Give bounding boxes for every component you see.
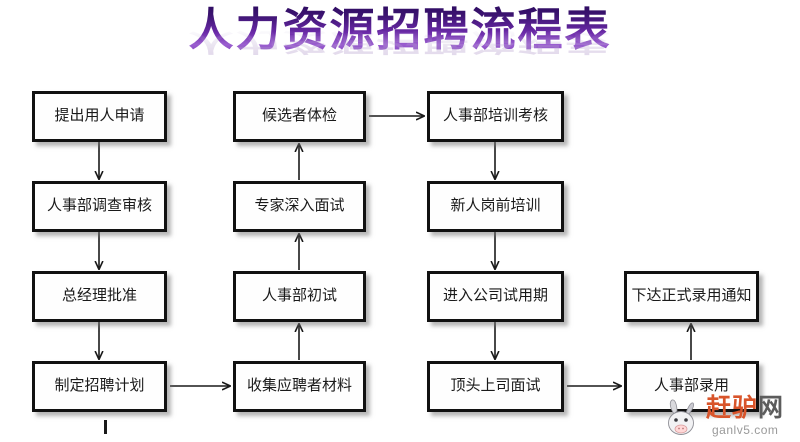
flow-node-label: 人事部初试 bbox=[261, 288, 337, 304]
flow-node-label: 顶头上司面试 bbox=[450, 378, 541, 394]
flow-node-label: 进入公司试用期 bbox=[442, 288, 548, 304]
flow-node-hr-investigation-review[interactable]: 人事部调查审核 bbox=[32, 181, 167, 232]
flow-node-candidate-medical-exam[interactable]: 候选者体检 bbox=[233, 91, 366, 142]
watermark-url: ganlv5.com bbox=[712, 423, 779, 437]
flow-node-label: 总经理批准 bbox=[61, 288, 137, 304]
flow-node-new-hire-orientation-training[interactable]: 新人岗前培训 bbox=[427, 181, 564, 232]
title-area: 人力资源招聘流程表 人力资源招聘流程表 bbox=[0, 0, 800, 82]
stray-tick-mark bbox=[104, 420, 107, 434]
flow-node-create-recruitment-plan[interactable]: 制定招聘计划 bbox=[32, 361, 167, 412]
watermark: 赶驴网 ganlv5.com bbox=[664, 394, 800, 442]
watermark-brand-main: 赶驴 bbox=[706, 394, 759, 422]
flow-node-hr-first-interview[interactable]: 人事部初试 bbox=[233, 271, 366, 322]
flow-node-label: 收集应聘者材料 bbox=[246, 378, 352, 394]
flow-node-label: 制定招聘计划 bbox=[54, 378, 145, 394]
flow-node-collect-applicant-materials[interactable]: 收集应聘者材料 bbox=[233, 361, 366, 412]
flow-node-label: 人事部录用 bbox=[653, 378, 729, 394]
watermark-brand: 赶驴网 bbox=[706, 394, 784, 422]
flow-node-label: 新人岗前培训 bbox=[450, 198, 541, 214]
flow-node-label: 人事部培训考核 bbox=[442, 108, 548, 124]
donkey-icon bbox=[668, 399, 695, 435]
flow-node-label: 人事部调查审核 bbox=[46, 198, 152, 214]
flow-node-direct-supervisor-interview[interactable]: 顶头上司面试 bbox=[427, 361, 564, 412]
flow-node-general-manager-approval[interactable]: 总经理批准 bbox=[32, 271, 167, 322]
flow-node-label: 提出用人申请 bbox=[54, 108, 145, 124]
flow-node-submit-hiring-request[interactable]: 提出用人申请 bbox=[32, 91, 167, 142]
flow-node-label: 专家深入面试 bbox=[254, 198, 345, 214]
flow-node-issue-formal-offer-notice[interactable]: 下达正式录用通知 bbox=[624, 271, 759, 322]
flow-node-enter-probation-period[interactable]: 进入公司试用期 bbox=[427, 271, 564, 322]
flow-node-label: 下达正式录用通知 bbox=[631, 288, 752, 304]
flow-node-label: 候选者体检 bbox=[261, 108, 337, 124]
flow-node-hr-training-assessment[interactable]: 人事部培训考核 bbox=[427, 91, 564, 142]
flow-node-expert-indepth-interview[interactable]: 专家深入面试 bbox=[233, 181, 366, 232]
flow-node-hr-hiring[interactable]: 人事部录用 bbox=[624, 361, 759, 412]
watermark-brand-suffix: 网 bbox=[758, 394, 785, 422]
page-title: 人力资源招聘流程表 bbox=[0, 4, 800, 56]
